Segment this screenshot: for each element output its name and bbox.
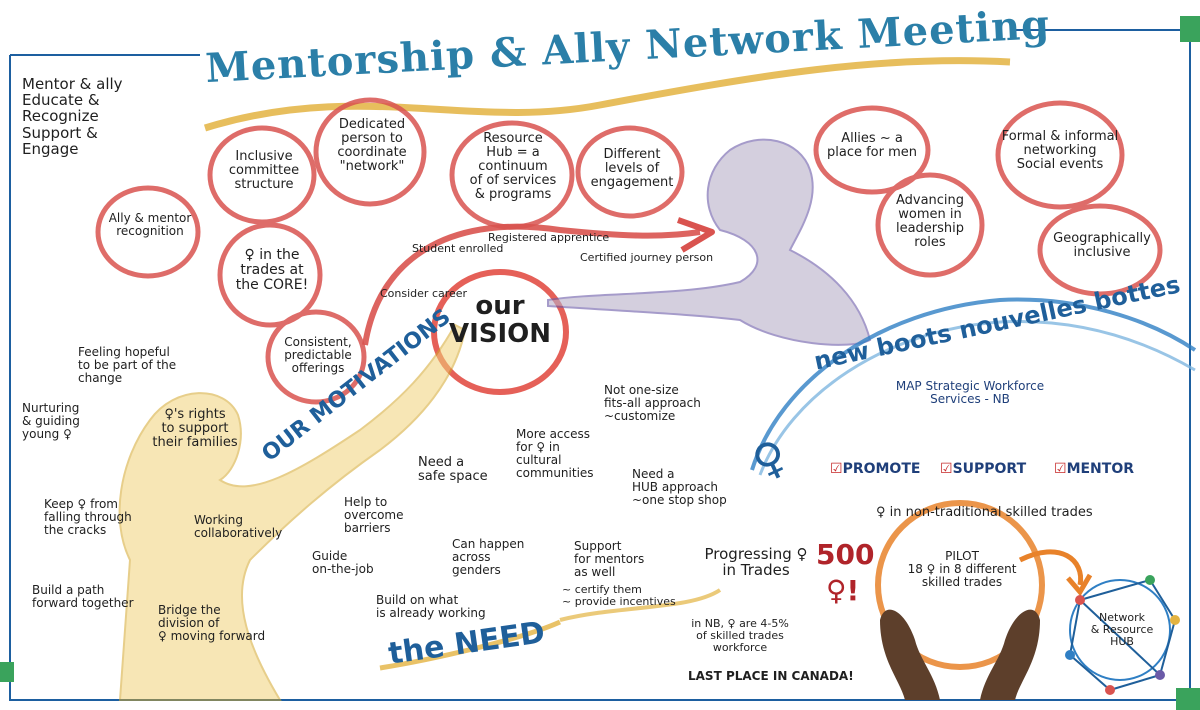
tape-corner: [1176, 688, 1200, 710]
circle-women-at-core: [217, 222, 323, 328]
motivations-figure: [118, 323, 467, 701]
pathway-step: Student enrolled: [412, 242, 504, 255]
pilot-circle: [875, 500, 1045, 670]
left-list-item: Support &: [22, 123, 98, 142]
count-500: 500: [816, 538, 875, 571]
checkmark-icon: ☑: [830, 461, 843, 477]
check-item-mentor: ☑MENTOR: [1054, 461, 1135, 477]
circle-geographically: [1037, 203, 1163, 297]
need-underline: [379, 619, 562, 671]
pathway-step: Registered apprentice: [488, 231, 610, 244]
network-nodes: [1065, 575, 1180, 695]
stats-heading: Progressing ♀in Trades: [704, 545, 808, 580]
count-symbol: ♀!: [826, 574, 860, 607]
check-item-promote: ☑PROMOTE: [830, 461, 921, 477]
pathway-step: Consider career: [380, 287, 468, 300]
program-arc-outer: [750, 297, 1197, 471]
pathway-arrowhead: [677, 217, 715, 253]
left-list-item: Engage: [22, 139, 79, 158]
network-hub-graph: [1069, 579, 1176, 691]
left-list-item: Mentor & ally: [22, 75, 123, 93]
hands-icon: [880, 609, 1040, 700]
circle-different-levels: [575, 125, 685, 219]
circle-dedicated-person: [313, 97, 427, 207]
tape-corner: [0, 662, 14, 682]
pilot-arrow: [1018, 549, 1084, 586]
left-list-item: Educate &: [22, 91, 100, 110]
need-item: ~ certify them~ provide incentives: [562, 583, 676, 608]
vision-circle: [431, 269, 569, 395]
circle-advancing-women: [875, 172, 985, 278]
program-tagline: ♀ in non-traditional skilled trades: [876, 505, 1093, 520]
need-swoosh: [559, 588, 722, 622]
tape-corner: [1180, 16, 1200, 42]
allies-figure: [547, 138, 872, 346]
circle-inclusive-committee: [207, 125, 317, 225]
left-list: Mentor & ally Educate & Recognize Suppor…: [22, 76, 123, 157]
stats-footer: LAST PLACE IN CANADA!: [688, 669, 854, 683]
circle-consistent-offerings: [265, 309, 367, 405]
pathway-step: Certified journey person: [580, 251, 714, 264]
circle-ally-mentor-recognition: [95, 185, 201, 279]
left-list-item: Recognize: [22, 107, 99, 126]
circle-resource-hub: [449, 120, 575, 230]
check-item-support: ☑SUPPORT: [940, 461, 1027, 477]
pilot-arrowhead: [1066, 573, 1093, 597]
circle-allies-men: [813, 105, 931, 195]
circle-formal-informal: [995, 100, 1125, 210]
pathway-line: [362, 223, 701, 346]
program-arc-inner: [758, 320, 1196, 476]
checkmark-icon: ☑: [1054, 461, 1067, 477]
checkmark-icon: ☑: [940, 461, 953, 477]
